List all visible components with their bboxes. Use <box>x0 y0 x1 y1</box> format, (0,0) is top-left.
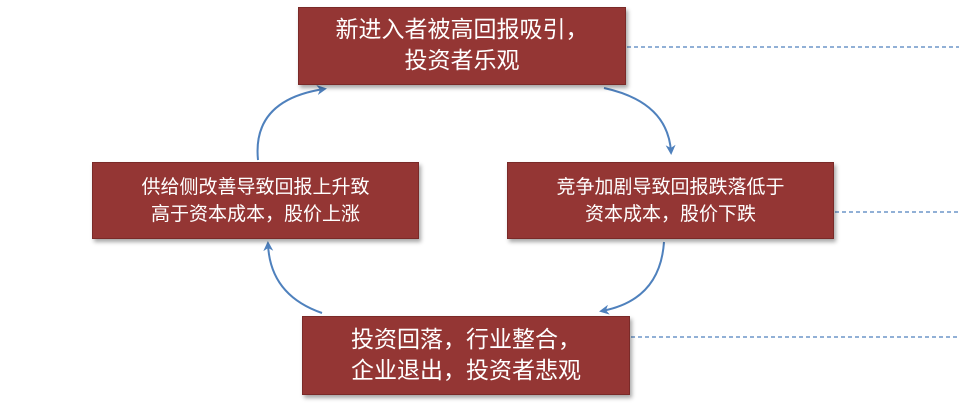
arrow-right-to-bottom <box>599 241 665 315</box>
stage-text-line: 新进入者被高回报吸引， <box>335 17 589 43</box>
stage-box-decline: 竞争加剧导致回报跌落低于 资本成本，股价下跌 <box>507 162 834 239</box>
stage-text-line: 投资者乐观 <box>404 48 520 74</box>
stage-text-line: 资本成本，股价下跌 <box>584 202 756 225</box>
stage-text-line: 高于资本成本，股价上涨 <box>150 202 360 225</box>
stage-box-recovery: 供给侧改善导致回报上升致 高于资本成本，股价上涨 <box>92 162 419 239</box>
stage-text-line: 竞争加剧导致回报跌落低于 <box>556 175 785 198</box>
stage-text-line: 供给侧改善导致回报上升致 <box>141 175 370 198</box>
stage-box-pessimism: 投资回落，行业整合， 企业退出，投资者悲观 <box>302 316 630 395</box>
arrow-bottom-to-left <box>263 241 323 314</box>
arrow-left-to-top <box>256 85 327 161</box>
stage-box-optimism: 新进入者被高回报吸引， 投资者乐观 <box>298 7 626 85</box>
stage-text-line: 投资回落，行业整合， <box>351 326 581 353</box>
stage-text-line: 企业退出，投资者悲观 <box>351 357 581 384</box>
arrow-top-to-right <box>603 87 676 155</box>
